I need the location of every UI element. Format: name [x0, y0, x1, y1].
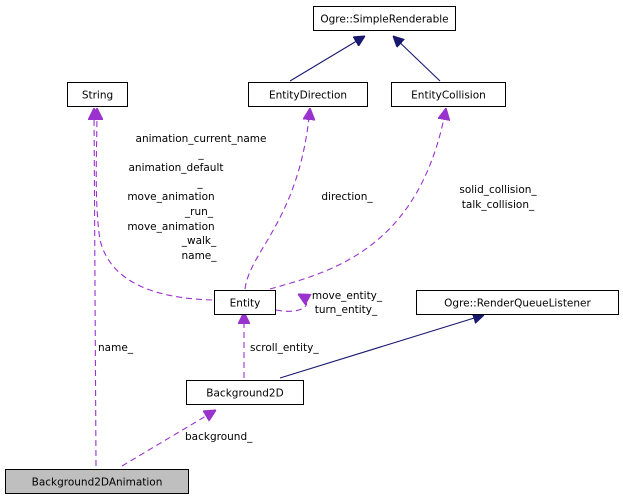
edge-label: move_entity_	[312, 290, 383, 302]
node-label: EntityDirection	[269, 90, 347, 102]
edge-label: _	[197, 148, 204, 160]
label-background: background_	[185, 431, 253, 443]
label-string-to-entity: animation_current_name _ animation_defau…	[127, 133, 266, 262]
edge-background2d-to-renderqueuelistener	[279, 315, 484, 379]
edge-string-to-background2danimation	[94, 108, 96, 467]
edge-label: animation_current_name	[136, 133, 267, 145]
node-label: String	[82, 90, 113, 102]
edge-label: move_animation	[127, 191, 214, 203]
edge-entitycollision-to-entity	[269, 108, 446, 290]
node-background2danimation[interactable]: Background2DAnimation	[5, 469, 189, 494]
edge-label: talk_collision_	[462, 199, 535, 211]
node-entity[interactable]: Entity	[214, 290, 276, 315]
edge-label: move_animation	[127, 221, 214, 233]
node-label: Ogre::RenderQueueListener	[444, 298, 591, 310]
edge-entitydirection-to-entity	[244, 108, 310, 290]
edge-label: solid_collision_	[459, 184, 537, 196]
node-entitycollision[interactable]: EntityCollision	[391, 82, 506, 107]
node-label: Entity	[230, 298, 261, 310]
node-entitydirection[interactable]: EntityDirection	[248, 82, 368, 107]
node-label: Background2DAnimation	[32, 477, 163, 489]
edge-background2d-to-background2danimation	[121, 410, 216, 467]
edge-label: animation_default	[129, 162, 224, 174]
edge-entity-self	[275, 294, 307, 312]
edge-label: _walk_	[181, 235, 217, 247]
edge-entitycollision-to-simplerenderable	[393, 36, 441, 82]
label-collision: solid_collision_ talk_collision_	[459, 184, 537, 211]
edge-label: _run_	[184, 206, 214, 218]
label-string-name: name_	[98, 342, 134, 354]
node-ogre-simplerenderable[interactable]: Ogre::SimpleRenderable	[313, 6, 456, 31]
edge-label: _	[196, 177, 203, 189]
edge-label: turn_entity_	[315, 304, 378, 316]
edge-entitydirection-to-simplerenderable	[289, 36, 365, 82]
node-ogre-renderqueuelistener[interactable]: Ogre::RenderQueueListener	[416, 290, 619, 315]
node-label: Ogre::SimpleRenderable	[320, 14, 448, 26]
node-label: Background2D	[206, 388, 283, 400]
node-label: EntityCollision	[411, 90, 486, 102]
label-scroll-entity: scroll_entity_	[250, 342, 319, 354]
edge-label: name_	[181, 250, 217, 262]
node-string[interactable]: String	[67, 82, 128, 107]
node-background2d[interactable]: Background2D	[186, 380, 304, 405]
label-direction: direction_	[321, 191, 373, 203]
label-entity-self: move_entity_ turn_entity_	[312, 290, 383, 316]
